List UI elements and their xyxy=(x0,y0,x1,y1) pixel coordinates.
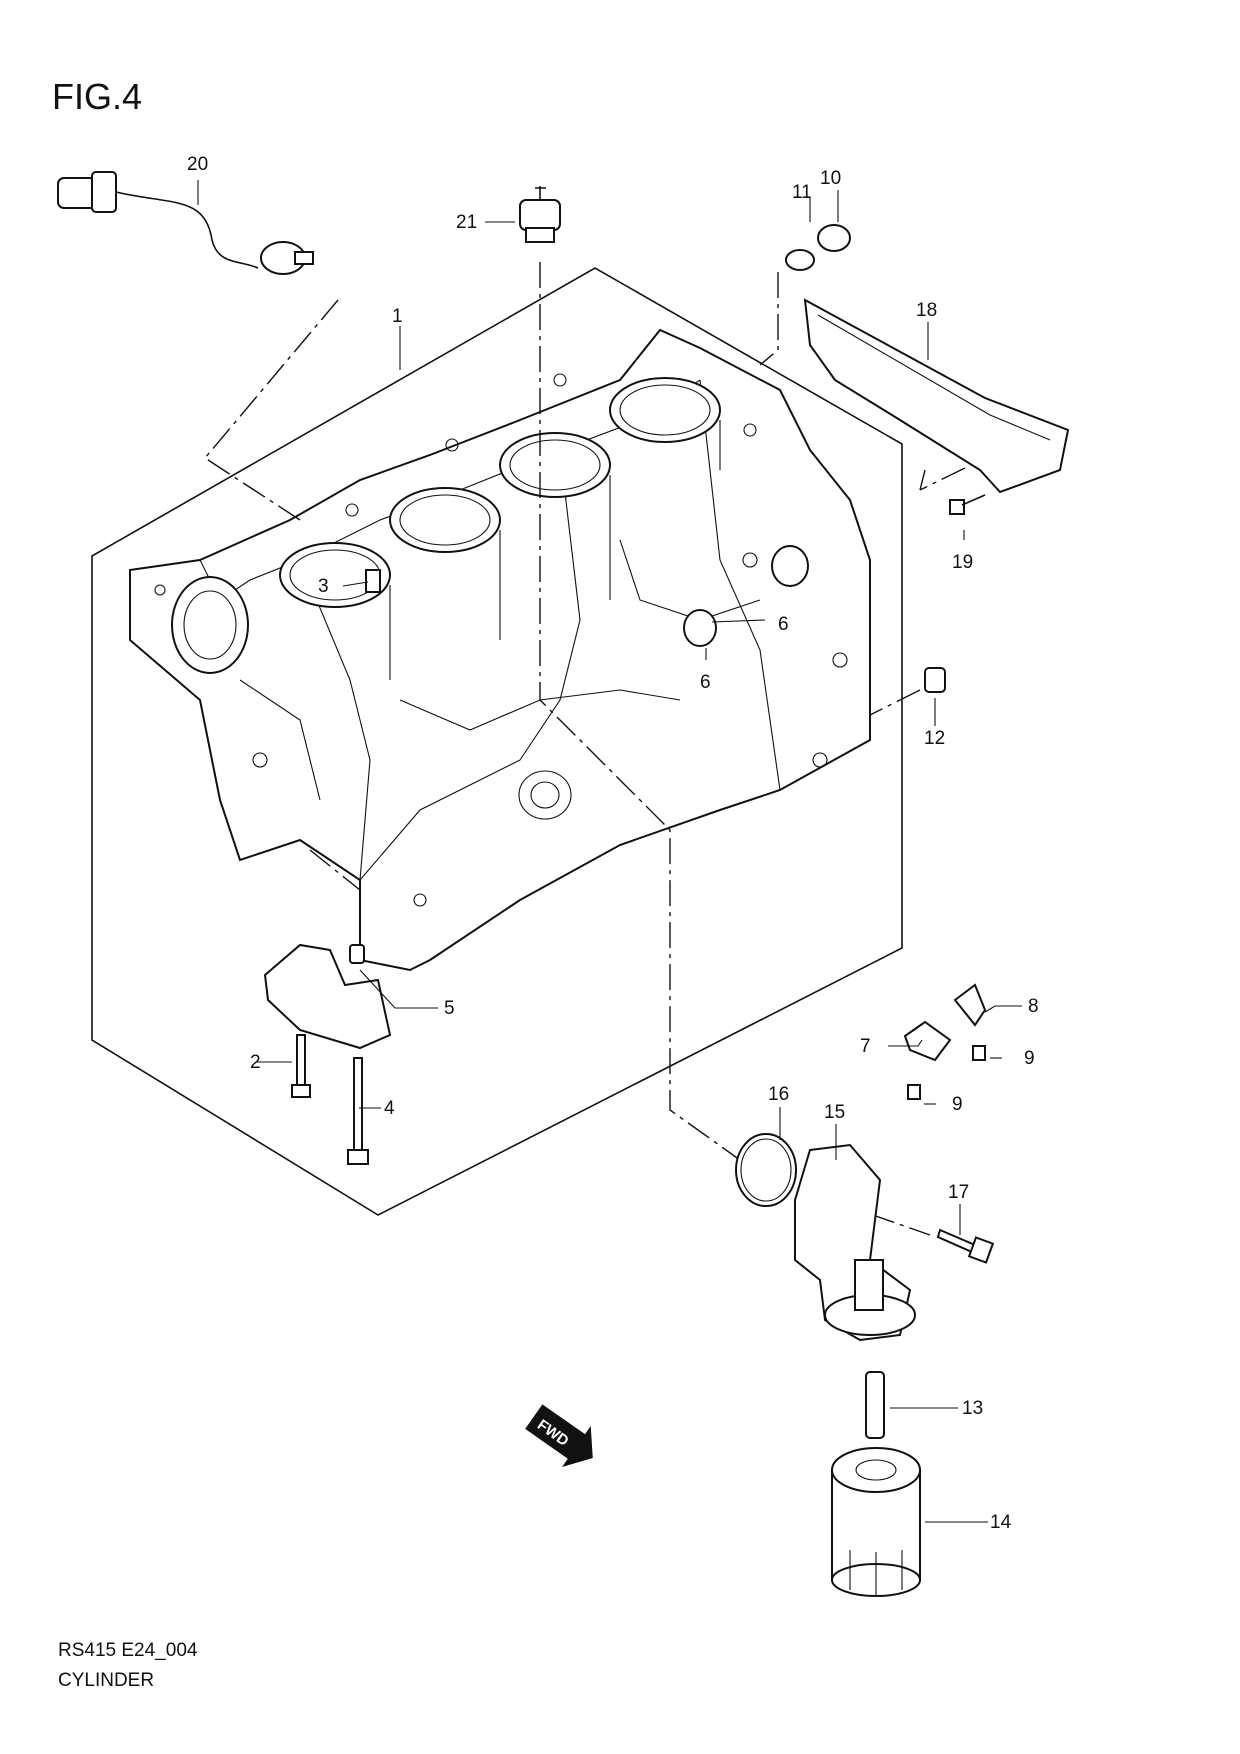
callout-9b: 9 xyxy=(952,1094,963,1115)
part-17-bolt xyxy=(936,1228,995,1264)
part-2-bolt xyxy=(291,1034,311,1098)
part-10-plug xyxy=(817,224,851,252)
part-16-o-ring xyxy=(735,1133,797,1207)
callout-6a: 6 xyxy=(778,614,789,635)
part-19-bolt xyxy=(949,494,986,515)
callout-7: 7 xyxy=(860,1036,871,1057)
part-5-bearing-cap xyxy=(263,943,392,1050)
part-15-filter-housing xyxy=(794,1143,916,1342)
callout-19: 19 xyxy=(952,552,973,573)
figure-title: FIG.4 xyxy=(52,76,143,117)
part-6-seal-a xyxy=(771,545,809,587)
callout-4: 4 xyxy=(384,1098,395,1119)
diagram-code: RS415 E24_004 xyxy=(58,1640,198,1661)
callout-16: 16 xyxy=(768,1084,789,1105)
callout-1: 1 xyxy=(392,306,403,327)
part-4-bolt xyxy=(347,1057,369,1165)
part-6-seal-b xyxy=(683,609,717,647)
fwd-arrow-icon: FWD xyxy=(525,1404,593,1467)
callout-17: 17 xyxy=(948,1182,969,1203)
callout-13: 13 xyxy=(962,1398,983,1419)
part-21-pressure-switch xyxy=(519,186,561,243)
part-13-stud xyxy=(865,1371,885,1439)
callout-6b: 6 xyxy=(700,672,711,693)
callout-15: 15 xyxy=(824,1102,845,1123)
callout-11: 11 xyxy=(792,182,812,203)
part-3-dowel xyxy=(365,569,381,593)
callout-12: 12 xyxy=(924,728,945,749)
part-8-bracket xyxy=(953,983,987,1027)
assembly-frame xyxy=(91,267,903,1216)
callout-3: 3 xyxy=(318,576,329,597)
part-12-dowel xyxy=(924,667,946,693)
callout-10: 10 xyxy=(820,168,841,189)
callout-14: 14 xyxy=(990,1512,1012,1533)
cylinder-block xyxy=(129,328,871,972)
callouts: 1 2 3 4 5 6 6 7 8 9 9 10 11 12 13 14 15 … xyxy=(187,154,1039,1533)
callout-20: 20 xyxy=(187,154,208,175)
part-18-cover xyxy=(803,298,1070,494)
part-20-knock-sensor xyxy=(57,171,314,275)
part-7-bracket xyxy=(903,1020,952,1062)
callout-9a: 9 xyxy=(1024,1048,1035,1069)
callout-21: 21 xyxy=(456,212,477,233)
part-11-gasket xyxy=(785,249,815,271)
diagram-caption: CYLINDER xyxy=(58,1670,155,1691)
callout-5: 5 xyxy=(444,998,455,1019)
callout-2: 2 xyxy=(250,1052,261,1073)
callout-8: 8 xyxy=(1028,996,1039,1017)
callout-18: 18 xyxy=(916,300,937,321)
part-14-oil-filter xyxy=(831,1447,921,1597)
part-9-bolt-b xyxy=(907,1084,921,1100)
part-9-bolt-a xyxy=(972,1045,986,1061)
